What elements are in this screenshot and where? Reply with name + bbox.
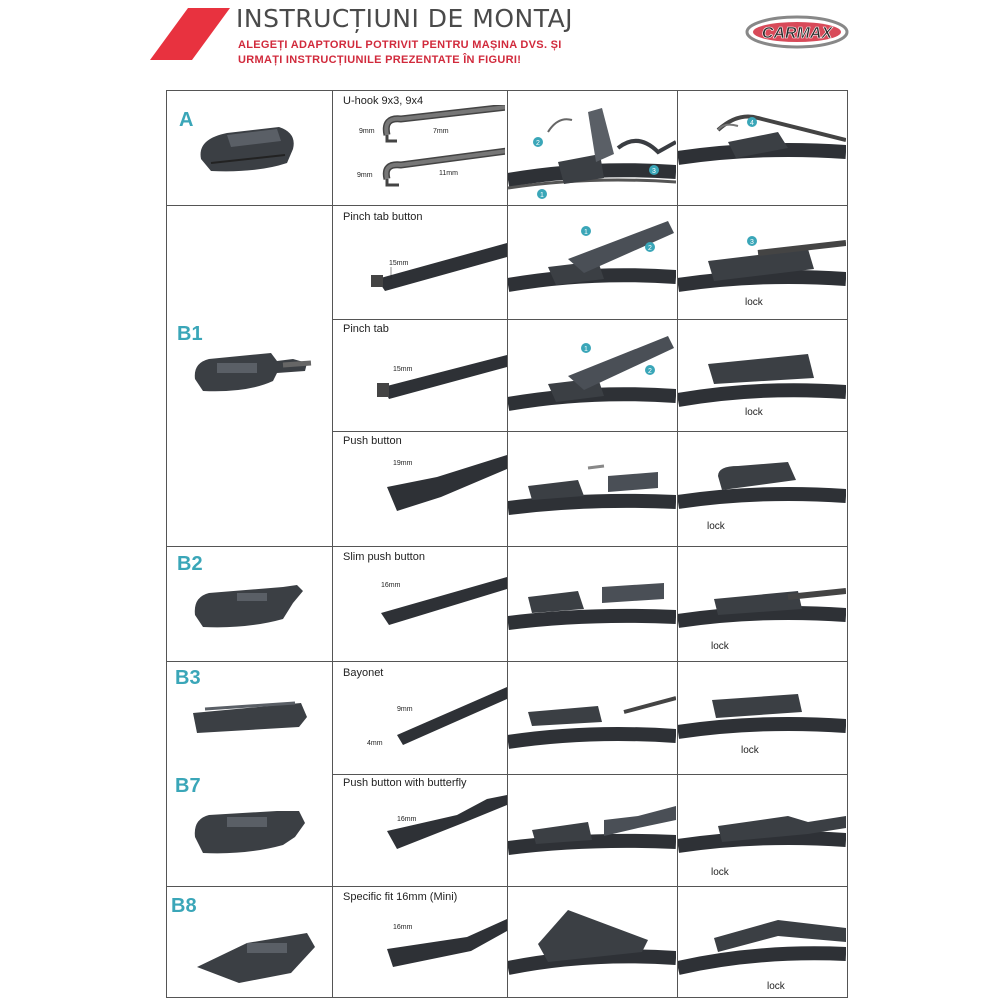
step-butterfly-release: [508, 806, 676, 855]
page-subtitle: ALEGEȚI ADAPTORUL POTRIVIT PENTRU MAȘINA…: [238, 38, 562, 68]
label-bayonet: Bayonet: [343, 667, 384, 679]
pinch-tab-arm: 15mm: [377, 355, 507, 399]
code-a: A: [179, 109, 194, 131]
adapter-b1-image: [194, 353, 312, 392]
slim-push-button-arm: 16mm: [381, 577, 507, 625]
svg-text:2: 2: [536, 140, 540, 147]
svg-text:4: 4: [750, 120, 754, 127]
label-pinch-tab: Pinch tab: [343, 323, 389, 335]
svg-text:19mm: 19mm: [393, 460, 413, 467]
row-divider: [332, 774, 847, 775]
svg-text:4mm: 4mm: [367, 740, 383, 747]
step-a-remove: 2 3 1: [508, 108, 676, 199]
code-b1: B1: [177, 323, 203, 345]
step-specific-fit-release: [508, 910, 676, 975]
label-push-button-butterfly: Push button with butterfly: [343, 777, 467, 789]
step-slim-push-release: [508, 583, 676, 630]
adapter-b3-image: [193, 701, 307, 733]
step-specific-fit-lock: [678, 920, 846, 975]
u-hook-diagram: 9mm 7mm 9mm 11mm: [357, 105, 505, 187]
step-pinch-tab-button-release: 1 2: [508, 221, 676, 292]
instructions-table: A B1 B2 B3 B7 B8 U-hook 9x3, 9x4 Pinch t…: [166, 90, 848, 998]
lock-label: lock: [767, 981, 785, 992]
row-divider: [332, 319, 847, 320]
svg-text:2: 2: [648, 368, 652, 375]
lock-label: lock: [745, 297, 763, 308]
page-title: INSTRUCȚIUNI DE MONTAJ: [236, 4, 574, 33]
svg-text:2: 2: [648, 245, 652, 252]
subtitle-line-1: ALEGEȚI ADAPTORUL POTRIVIT PENTRU MAȘINA…: [238, 39, 562, 51]
step-butterfly-lock: [678, 816, 846, 853]
adapter-b2-image: [194, 585, 303, 628]
svg-text:15mm: 15mm: [389, 260, 409, 267]
label-push-button: Push button: [343, 435, 402, 447]
adapter-b8-image: [197, 933, 315, 983]
lock-label: lock: [741, 745, 759, 756]
row-divider: [167, 661, 847, 662]
carmax-logo: CARMAX: [745, 15, 849, 49]
code-b8: B8: [171, 895, 197, 917]
adapter-b7-image: [194, 811, 305, 854]
svg-text:1: 1: [584, 346, 588, 353]
svg-text:16mm: 16mm: [393, 924, 413, 931]
column-divider: [677, 91, 678, 997]
column-divider: [332, 91, 333, 997]
svg-text:9mm: 9mm: [357, 172, 373, 179]
row-divider: [167, 205, 847, 206]
step-pinch-tab-button-lock: 3: [678, 236, 846, 292]
svg-text:3: 3: [652, 168, 656, 175]
label-pinch-tab-button: Pinch tab button: [343, 211, 423, 223]
svg-text:16mm: 16mm: [381, 582, 401, 589]
bayonet-arm: 9mm 4mm: [367, 687, 507, 747]
butterfly-arm: 16mm: [387, 795, 507, 849]
svg-text:1: 1: [584, 229, 588, 236]
row-divider: [167, 886, 847, 887]
subtitle-line-2: URMAȚI INSTRUCȚIUNILE PREZENTATE ÎN FIGU…: [238, 54, 522, 66]
step-push-button-release: [508, 464, 676, 515]
code-b7: B7: [175, 775, 201, 797]
label-specific-fit: Specific fit 16mm (Mini): [343, 891, 458, 903]
push-button-arm: 19mm: [387, 455, 507, 511]
step-pinch-tab-lock: [678, 354, 846, 407]
specific-fit-arm: 16mm: [387, 919, 507, 967]
row-divider: [332, 431, 847, 432]
svg-text:1: 1: [540, 192, 544, 199]
brand-stripe: [150, 8, 230, 60]
step-slim-push-lock: [678, 588, 846, 628]
step-bayonet-release: [508, 696, 676, 749]
label-slim-push-button: Slim push button: [343, 551, 425, 563]
svg-text:7mm: 7mm: [433, 128, 449, 135]
code-b2: B2: [177, 553, 203, 575]
step-pinch-tab-release: 1 2: [508, 336, 676, 411]
column-divider: [507, 91, 508, 997]
svg-text:15mm: 15mm: [393, 366, 413, 373]
lock-label: lock: [745, 407, 763, 418]
svg-text:CARMAX: CARMAX: [762, 25, 834, 42]
step-a-install: 4: [678, 114, 846, 165]
row-divider: [167, 546, 847, 547]
adapter-a-image: [200, 127, 294, 172]
svg-text:9mm: 9mm: [397, 706, 413, 713]
lock-label: lock: [711, 641, 729, 652]
step-push-button-lock: [678, 462, 846, 509]
pinch-tab-button-arm: 15mm: [371, 243, 507, 291]
svg-text:16mm: 16mm: [397, 816, 417, 823]
lock-label: lock: [711, 867, 729, 878]
lock-label: lock: [707, 521, 725, 532]
step-bayonet-lock: [678, 694, 846, 739]
svg-text:9mm: 9mm: [359, 128, 375, 135]
svg-text:11mm: 11mm: [439, 170, 458, 177]
svg-text:3: 3: [750, 239, 754, 246]
code-b3: B3: [175, 667, 201, 689]
label-u-hook: U-hook 9x3, 9x4: [343, 95, 424, 107]
